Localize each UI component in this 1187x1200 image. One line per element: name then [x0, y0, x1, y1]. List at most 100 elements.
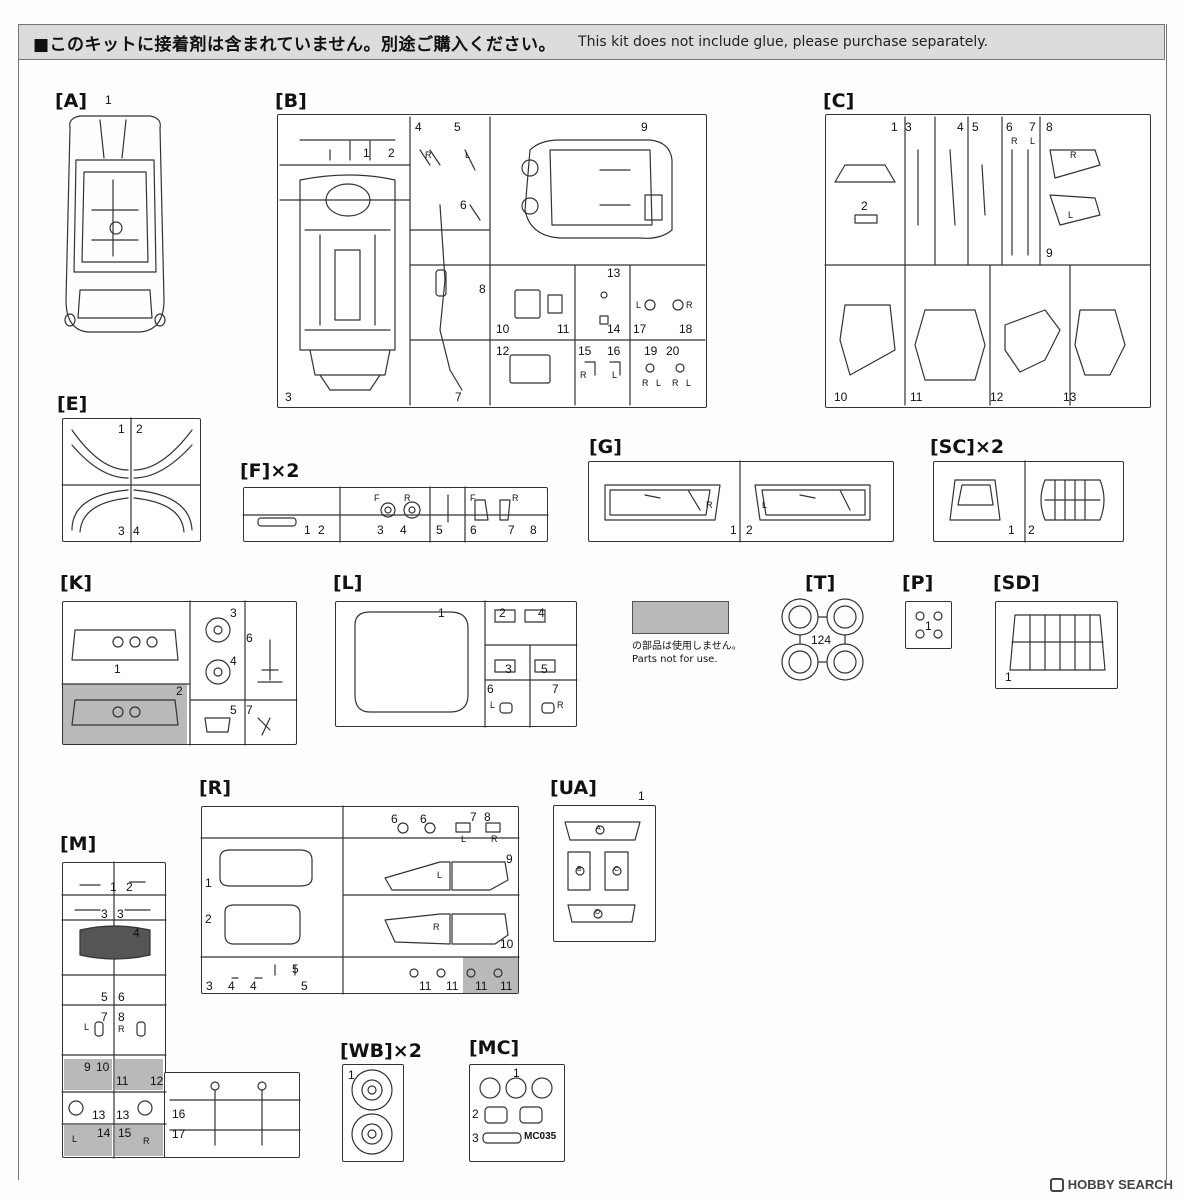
part-number: 5 — [301, 979, 308, 993]
sprue-b-frame — [277, 114, 707, 408]
sprue-c-runners — [824, 116, 1151, 406]
sprue-p-label: [P] — [902, 572, 934, 594]
part-number: 4 — [957, 120, 964, 134]
part-number: 1 — [118, 422, 125, 436]
part-number: 1 — [304, 523, 311, 537]
page-frame — [18, 24, 1167, 1180]
part-number: 8 — [118, 1010, 125, 1024]
notice-english: This kit does not include glue, please p… — [578, 34, 989, 50]
part-number: 7 — [455, 390, 462, 404]
part-number: 1 — [638, 789, 645, 803]
part-number: 2 — [136, 422, 143, 436]
part-number: 19 — [644, 344, 658, 358]
sprue-f-details — [242, 486, 549, 543]
side-mark: R — [672, 378, 679, 388]
part-number: 1 — [891, 120, 898, 134]
lens-mark: A — [596, 825, 601, 832]
clear-parts — [200, 805, 520, 995]
sprue-f-label: [F]×2 — [240, 460, 300, 482]
sprue-k-unused-area — [63, 684, 187, 744]
lens-parts — [564, 821, 641, 923]
part-number: 3 — [230, 606, 237, 620]
sprue-c-label: [C] — [823, 90, 855, 112]
side-mark: R — [433, 922, 440, 932]
part-number: 2 — [176, 684, 183, 698]
part-number: 9 — [1046, 246, 1053, 260]
side-mark: F — [470, 493, 476, 503]
part-number: 20 — [666, 344, 680, 358]
legend-japanese: の部品は使用しません。 — [632, 641, 742, 652]
sprue-m-label: [M] — [60, 833, 97, 855]
side-mark: L — [1068, 210, 1074, 220]
part-number: 10 — [834, 390, 848, 404]
part-number: 4 — [250, 979, 257, 993]
dashboard-parts — [61, 600, 298, 746]
part-number: 1 — [110, 880, 117, 894]
part-number: 7 — [1029, 120, 1036, 134]
part-number: 8 — [530, 523, 537, 537]
part-number: 6 — [1006, 120, 1013, 134]
side-mark: R — [118, 1024, 125, 1034]
part-number: 4 — [133, 926, 140, 940]
part-number: 2 — [499, 606, 506, 620]
part-number: 1 — [114, 662, 121, 676]
part-number: 9 — [641, 120, 648, 134]
part-number: 7 — [552, 682, 559, 696]
sprue-m-unused-area-3 — [64, 1125, 112, 1156]
wheel-parts — [351, 1069, 393, 1155]
part-number: 12 — [990, 390, 1004, 404]
side-mark: L — [437, 870, 443, 880]
part-number: 12 — [150, 1074, 164, 1088]
part-number: 16 — [607, 344, 621, 358]
part-number: 2 — [388, 146, 395, 160]
part-number: 14 — [607, 322, 621, 336]
part-number: 18 — [679, 322, 693, 336]
side-mark: L — [636, 300, 642, 310]
sprue-sc-frame — [933, 461, 1124, 542]
sprue-ua-label: [UA] — [550, 777, 597, 799]
side-mark: R — [1070, 150, 1077, 160]
part-number: 7 — [101, 1010, 108, 1024]
part-number: 1 — [363, 146, 370, 160]
hobby-search-logo-icon — [1049, 1177, 1064, 1192]
side-mark: R — [143, 1136, 150, 1146]
sprue-sc-label: [SC]×2 — [930, 436, 1005, 458]
side-mark: R — [706, 500, 713, 510]
part-number: 3 — [118, 524, 125, 538]
part-number: 1 — [513, 1066, 520, 1080]
notice-japanese: ■このキットに接着剤は含まれていません。別途ご購入ください。 — [33, 34, 557, 55]
part-number: 10 — [96, 1060, 110, 1074]
part-number: 13 — [1063, 390, 1077, 404]
part-number: 9 — [84, 1060, 91, 1074]
part-number: 11 — [910, 390, 923, 404]
sprue-k-label: [K] — [60, 572, 93, 594]
part-number: 5 — [101, 990, 108, 1004]
part-number: 2 — [318, 523, 325, 537]
side-mark: R — [642, 378, 649, 388]
sprue-b-label: [B] — [275, 90, 307, 112]
lens-mark: D — [595, 909, 601, 916]
door-card-parts — [604, 460, 871, 543]
part-number: 5 — [541, 662, 548, 676]
lens-mark: C — [614, 866, 620, 873]
part-number: 6 — [420, 812, 427, 826]
part-number: 9 — [506, 852, 513, 866]
part-number: 4 — [400, 523, 407, 537]
part-number: 2 — [746, 523, 753, 537]
part-number: 2 — [126, 880, 133, 894]
part-number: 1 — [438, 606, 445, 620]
sprue-mc-label: [MC] — [469, 1037, 520, 1059]
part-number: 4 — [415, 120, 422, 134]
side-mark: R — [1011, 136, 1018, 146]
part-number: 4 — [228, 979, 235, 993]
sprue-m-details — [61, 861, 301, 1159]
part-number: 6 — [460, 198, 467, 212]
sprue-a-label: [A] — [55, 90, 88, 112]
part-number: 11 — [475, 979, 488, 993]
part-number: 11 — [116, 1074, 129, 1088]
part-number: 1 — [205, 876, 212, 890]
part-number: 11 — [446, 979, 459, 993]
lens-mark: B — [577, 866, 582, 873]
part-number: 1 — [105, 93, 112, 107]
